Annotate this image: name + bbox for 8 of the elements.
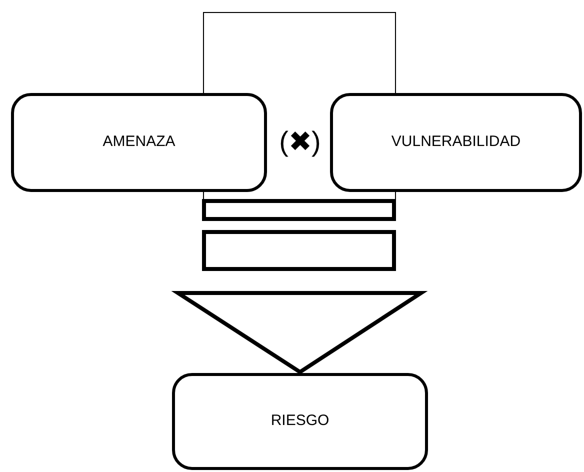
rounded-box (172, 373, 428, 470)
triangle-arrow (171, 291, 428, 374)
box-label: RIESGO (270, 411, 330, 432)
rounded-box (11, 93, 267, 192)
box-label: AMENAZA (102, 132, 176, 152)
box-label: VULNERABILIDAD (391, 132, 521, 152)
multiply-sign: (✖) (278, 125, 322, 159)
rounded-box (330, 93, 582, 192)
